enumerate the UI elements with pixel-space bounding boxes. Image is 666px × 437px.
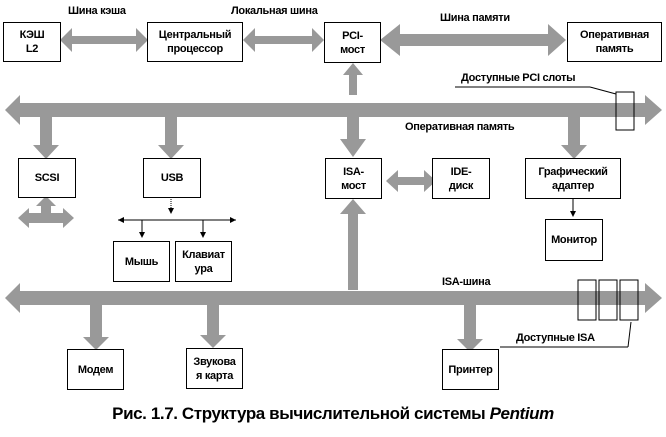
- isa-slot-2: [598, 279, 618, 321]
- ram-block: Оперативная память: [567, 22, 662, 62]
- pci-slots-leader-diag: [589, 86, 617, 95]
- isa-bridge-vertical-arrow: [340, 199, 366, 290]
- printer-drop-arrowhead: [457, 339, 483, 352]
- cache-bus-label: Шина кэша: [68, 5, 126, 17]
- isa-bus-arrow: [5, 283, 662, 313]
- graphics-adapter-block: Графический адаптер: [525, 158, 621, 199]
- figure-caption: Рис. 1.7. Структура вычислительной систе…: [0, 404, 666, 424]
- cache-bus-arrow: [60, 28, 148, 52]
- local-bus-arrow: [243, 28, 324, 52]
- pci-slots-label: Доступные PCI слоты: [461, 72, 576, 84]
- usb-drop-arrowhead: [158, 145, 184, 159]
- cache-l2-block: КЭШ L2: [3, 22, 61, 62]
- pci-bridge-block: PCI- мост: [324, 22, 381, 63]
- caption-italic: Pentium: [489, 404, 555, 423]
- pci-slot: [615, 91, 635, 131]
- isa-ide-arrow: [386, 170, 436, 192]
- sound-drop-shaft: [207, 305, 219, 335]
- isa-slot-1: [577, 279, 597, 321]
- modem-drop-shaft: [90, 305, 102, 337]
- mouse-arrowhead: [139, 232, 145, 238]
- modem-block: Модем: [67, 349, 124, 390]
- scsi-block: SCSI: [18, 158, 76, 198]
- usb-down-arrowhead: [168, 208, 174, 214]
- caption-text: Рис. 1.7. Структура вычислительной систе…: [112, 404, 486, 423]
- isa-bridge-block: ISA- мост: [325, 158, 382, 199]
- usb-block: USB: [143, 158, 201, 198]
- isa-slot-3: [619, 279, 639, 321]
- memory-bus-label: Шина памяти: [440, 12, 510, 24]
- sound-card-block: Звукова я карта: [186, 348, 243, 389]
- pci-bus-arrow: [5, 95, 662, 125]
- pci-bridge-vertical-arrow: [343, 63, 363, 95]
- mouse-block: Мышь: [113, 241, 170, 282]
- usb-drop-shaft: [165, 117, 177, 149]
- modem-drop-arrowhead: [83, 337, 109, 350]
- isa-slots-label: Доступные ISA: [516, 332, 595, 344]
- scsi-drop-shaft: [40, 117, 52, 149]
- gfx-drop-arrowhead: [561, 145, 587, 159]
- monitor-arrowhead: [570, 211, 576, 217]
- pci-to-isa-arrowhead: [340, 139, 366, 157]
- pci-bus-label: Оперативная память: [405, 121, 515, 133]
- cpu-block: Центральный процессор: [147, 22, 243, 62]
- local-bus-label: Локальная шина: [231, 5, 318, 17]
- scsi-drop-arrowhead: [33, 145, 59, 159]
- printer-drop-shaft: [464, 305, 476, 339]
- ide-disk-block: IDE- диск: [432, 158, 490, 199]
- sound-drop-arrowhead: [200, 335, 226, 348]
- keyboard-arrowhead: [200, 232, 206, 238]
- isa-slots-leader-up: [627, 321, 632, 348]
- gfx-drop-shaft: [568, 117, 580, 149]
- memory-bus-arrow: [380, 24, 566, 56]
- isa-bus-label: ISA-шина: [442, 276, 491, 288]
- scsi-cross-arrow: [18, 196, 74, 228]
- keyboard-block: Клавиат ура: [175, 241, 232, 282]
- hub-right-arrowhead: [230, 217, 236, 223]
- monitor-block: Монитор: [545, 219, 603, 261]
- hub-left-arrowhead: [118, 217, 124, 223]
- printer-block: Принтер: [442, 349, 499, 390]
